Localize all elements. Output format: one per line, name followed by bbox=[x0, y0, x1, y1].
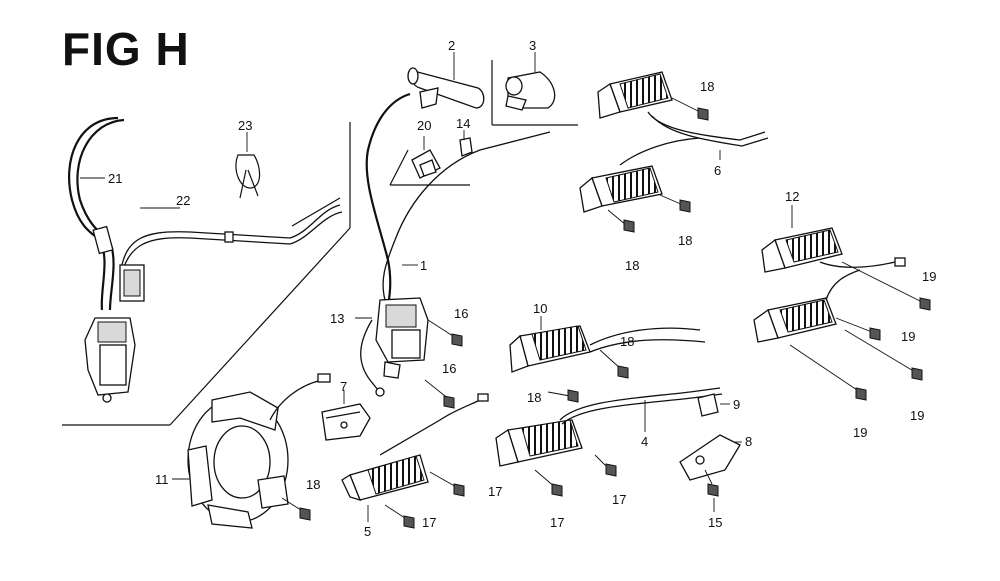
bracket-part-7 bbox=[321, 390, 371, 441]
callout-18: 18 bbox=[306, 477, 320, 492]
callout-15: 15 bbox=[708, 515, 722, 530]
bolt-part-18c bbox=[547, 389, 579, 403]
plate-part-8 bbox=[679, 434, 742, 481]
bolt-part-17b bbox=[384, 504, 415, 529]
bolt-part-18e bbox=[659, 194, 691, 213]
plug-cap-group-bracket bbox=[491, 60, 578, 126]
callout-labels: 2 3 18 23 20 14 21 6 22 12 18 18 1 19 10… bbox=[108, 38, 936, 539]
callout-19: 19 bbox=[853, 425, 867, 440]
bolt-part-19a bbox=[841, 261, 931, 311]
coil-part-5 bbox=[341, 393, 489, 522]
callout-18: 18 bbox=[527, 390, 541, 405]
spark-plug-cap-part-2 bbox=[407, 52, 485, 109]
callout-3: 3 bbox=[529, 38, 536, 53]
callout-1: 1 bbox=[420, 258, 427, 273]
callout-17: 17 bbox=[422, 515, 436, 530]
callout-22: 22 bbox=[176, 193, 190, 208]
bolt-part-19c bbox=[789, 344, 867, 401]
callout-16: 16 bbox=[442, 361, 456, 376]
wire-harness-part-21-22 bbox=[68, 116, 343, 403]
clamp-part-23 bbox=[235, 132, 261, 199]
bolt-part-19d bbox=[844, 329, 923, 381]
callout-16: 16 bbox=[454, 306, 468, 321]
callout-12: 12 bbox=[785, 189, 799, 204]
callout-11: 11 bbox=[155, 472, 169, 487]
stator-part-11 bbox=[172, 373, 331, 529]
coil-part-12-lower bbox=[753, 269, 861, 343]
callout-20: 20 bbox=[417, 118, 431, 133]
bolt-part-16a bbox=[427, 319, 463, 347]
callout-7: 7 bbox=[340, 379, 347, 394]
clip-part-14 bbox=[459, 130, 473, 157]
spark-plug-cap-part-3 bbox=[505, 52, 556, 111]
callout-17: 17 bbox=[612, 492, 626, 507]
bolt-part-18b bbox=[599, 349, 629, 379]
callout-17: 17 bbox=[488, 484, 502, 499]
callout-19: 19 bbox=[910, 408, 924, 423]
callout-18: 18 bbox=[678, 233, 692, 248]
bolt-part-18a bbox=[281, 497, 311, 521]
bolt-part-18d bbox=[671, 97, 709, 121]
callout-19: 19 bbox=[901, 329, 915, 344]
callout-2: 2 bbox=[448, 38, 455, 53]
callout-18: 18 bbox=[700, 79, 714, 94]
coil-part-6-lower bbox=[579, 137, 721, 213]
callout-5: 5 bbox=[364, 524, 371, 539]
callout-8: 8 bbox=[745, 434, 752, 449]
callout-23: 23 bbox=[238, 118, 252, 133]
clip-part-20 bbox=[411, 136, 441, 179]
clip-group-bracket bbox=[389, 149, 470, 186]
bolt-part-19b bbox=[835, 317, 881, 341]
bolt-part-17c bbox=[534, 469, 563, 497]
figure-title: FIG H bbox=[62, 23, 190, 75]
callout-17: 17 bbox=[550, 515, 564, 530]
bolt-part-15 bbox=[704, 469, 719, 512]
bolt-part-17a bbox=[429, 471, 465, 497]
callout-6: 6 bbox=[714, 163, 721, 178]
bolt-part-16b bbox=[424, 379, 455, 409]
section-divider bbox=[62, 122, 351, 426]
bolt-part-17d bbox=[594, 454, 617, 477]
coil-part-4 bbox=[495, 387, 723, 467]
grommet-part-9 bbox=[697, 393, 730, 417]
callout-14: 14 bbox=[456, 116, 470, 131]
ignition-coil-part-1 bbox=[355, 92, 551, 397]
coil-part-10 bbox=[509, 316, 706, 373]
coil-part-6-upper bbox=[597, 71, 769, 147]
coil-part-12-upper bbox=[761, 205, 906, 273]
callout-9: 9 bbox=[733, 397, 740, 412]
bolt-part-18f bbox=[607, 209, 635, 233]
callout-4: 4 bbox=[641, 434, 648, 449]
callout-21: 21 bbox=[108, 171, 122, 186]
callout-19: 19 bbox=[922, 269, 936, 284]
callout-10: 10 bbox=[533, 301, 547, 316]
callout-18: 18 bbox=[620, 334, 634, 349]
callout-13: 13 bbox=[330, 311, 344, 326]
callout-18: 18 bbox=[625, 258, 639, 273]
